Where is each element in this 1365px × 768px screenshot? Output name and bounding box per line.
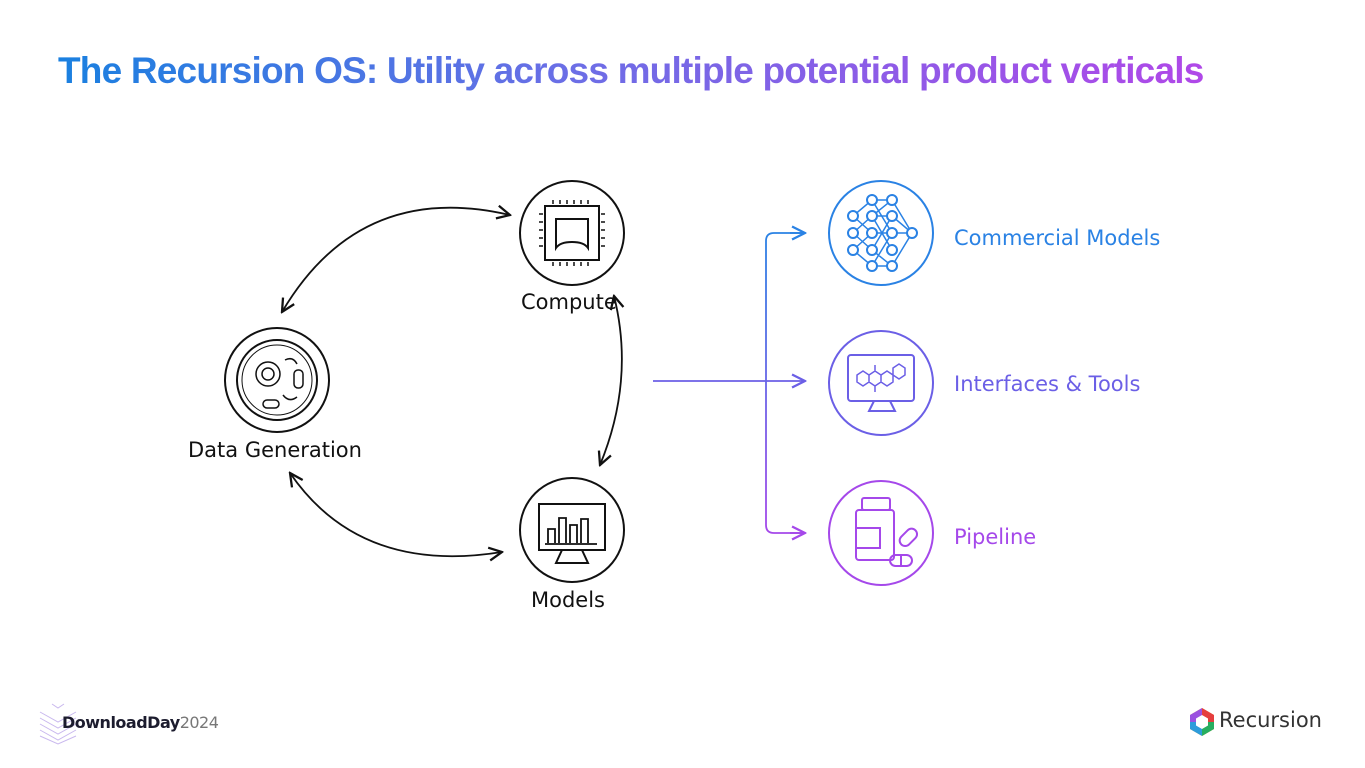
vertical-label-pipeline: Pipeline — [954, 525, 1037, 549]
neural-network-icon — [828, 180, 934, 286]
cell-icon — [224, 327, 330, 433]
arrow-compute-models — [600, 296, 622, 465]
node-label-models: Models — [531, 588, 605, 612]
medicine-bottle-pills-icon — [828, 480, 934, 586]
brand-name: Recursion — [1219, 708, 1322, 732]
node-label-compute: Compute — [521, 290, 617, 314]
cpu-chip-icon — [519, 180, 625, 286]
event-year: 2024 — [179, 713, 219, 732]
bar-chart-monitor-icon — [519, 477, 625, 583]
arrow-compute-datagen — [282, 208, 510, 312]
recursion-logo-icon — [1190, 708, 1214, 736]
event-name: DownloadDay — [62, 713, 180, 732]
node-label-data-generation: Data Generation — [188, 438, 362, 462]
page-title: The Recursion OS: Utility across multipl… — [58, 50, 1204, 91]
arrow-datagen-models — [290, 473, 502, 556]
downloadday-logo-icon — [39, 703, 77, 745]
molecule-monitor-icon — [828, 330, 934, 436]
footer-event-logo: DownloadDay2024 — [62, 713, 219, 732]
vertical-label-commercial-models: Commercial Models — [954, 226, 1161, 250]
vertical-label-interfaces-tools: Interfaces & Tools — [954, 372, 1141, 396]
